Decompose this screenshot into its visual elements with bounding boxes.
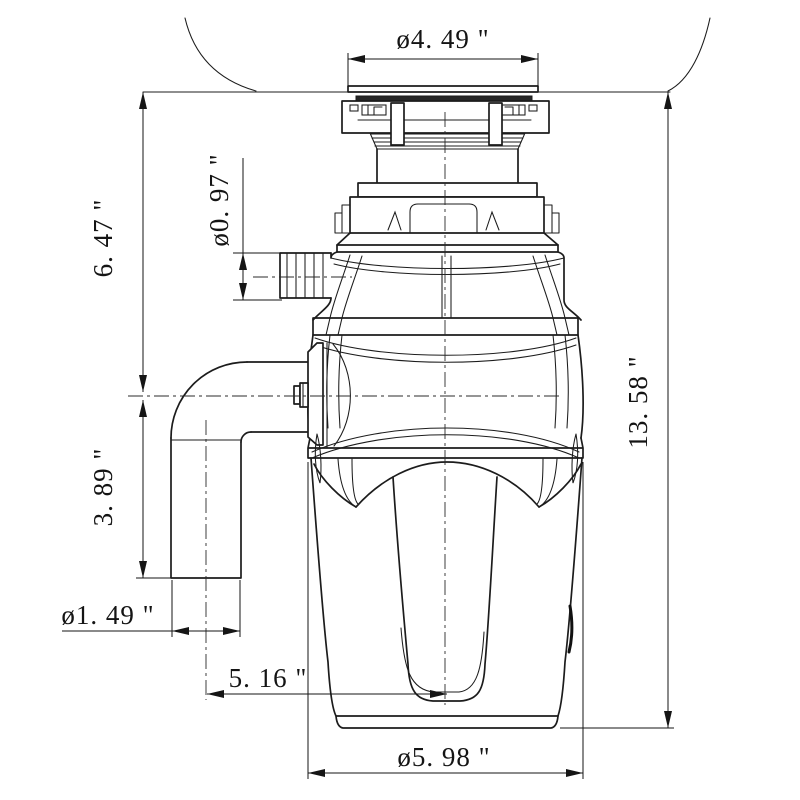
dim-label-outlet-offset: 5. 16 " [229, 663, 308, 693]
dim-pipe-diameter: ø1. 49 " [61, 580, 241, 637]
mounting-lug-right [488, 102, 503, 146]
flange-top-plate [347, 85, 539, 93]
dim-outlet-offset: 5. 16 " [207, 663, 447, 698]
body-rim [307, 437, 584, 459]
centerlines [128, 112, 560, 705]
mounting-lug-left [390, 102, 405, 146]
neck-flange [357, 182, 538, 198]
dim-label-overall-height: 13. 58 " [623, 355, 653, 448]
dim-label-body-diameter: ø5. 98 " [397, 742, 490, 772]
transition-band [336, 232, 559, 253]
sink-bowl-outline [142, 17, 711, 93]
neck [376, 148, 519, 184]
dim-flange-diameter: ø4. 49 " [347, 24, 539, 87]
dim-overall-height: 13. 58 " [560, 92, 674, 729]
mounting-ring [341, 100, 550, 134]
base-plate [335, 715, 559, 729]
dim-body-diameter: ø5. 98 " [307, 462, 584, 779]
dim-inlet-diameter: ø0. 97 " [204, 153, 282, 301]
dim-label-flange-diameter: ø4. 49 " [396, 24, 489, 54]
sink-flange-assembly [334, 85, 560, 253]
dim-upper-height: 6. 47 " [88, 92, 147, 392]
dim-label-pipe-diameter: ø1. 49 " [61, 600, 154, 630]
dim-discharge-drop: 3. 89 " [88, 400, 171, 579]
upper-housing [307, 251, 584, 459]
lower-housing [310, 433, 583, 729]
dim-label-discharge-drop: 3. 89 " [88, 448, 118, 527]
dim-label-upper-height: 6. 47 " [88, 199, 118, 278]
discharge-boss [307, 342, 324, 446]
center-tongue [392, 476, 498, 702]
boss-bolt [293, 382, 309, 408]
dim-label-inlet-diameter: ø0. 97 " [204, 153, 234, 246]
lock-ring [334, 196, 560, 234]
dishwasher-inlet [279, 252, 332, 299]
threaded-collar [369, 132, 526, 150]
discharge-elbow [170, 342, 351, 579]
